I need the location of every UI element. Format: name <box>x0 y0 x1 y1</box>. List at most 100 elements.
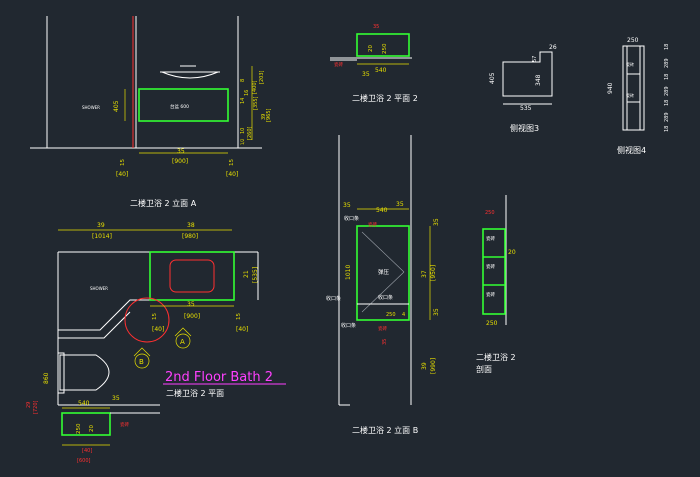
dim-r6: 39 <box>261 114 267 120</box>
basin-outline <box>161 71 219 79</box>
plan2-tile-label: 瓷砖 <box>334 61 343 68</box>
section-tile-1: 瓷砖 <box>486 235 495 242</box>
side4-tile-1: 瓷砖 <box>626 61 634 67</box>
bottom-cabinet-plan <box>61 412 111 436</box>
dim-b40: [40] <box>116 171 128 178</box>
side4-r0: 18 <box>664 44 670 50</box>
plan2-dim-540: 540 <box>375 67 387 74</box>
plan-dim-29: 29 <box>26 402 32 408</box>
dim-r5: [260] <box>247 127 253 140</box>
dim-r3: [355] <box>253 97 259 110</box>
dim-b15r: 15 <box>229 159 235 166</box>
plan-dim-250: 250 <box>76 423 82 434</box>
side4-r2: 18 <box>664 74 670 80</box>
plan-dim-535: [535] <box>252 267 259 283</box>
spring-label: 弹压 <box>378 268 390 276</box>
dim-w900: [900] <box>172 158 188 165</box>
dim-r7: [965] <box>266 109 272 122</box>
elevb-dim-r35: 35 <box>433 308 440 316</box>
section-marker-b <box>134 353 150 369</box>
dim-r8: 16 <box>244 90 250 96</box>
plan-dim-v600: [600] <box>77 458 90 464</box>
dim-b15: 15 <box>120 159 126 166</box>
elevb-dim-990: [990] <box>430 358 437 374</box>
plan-dim-20: 20 <box>89 425 95 432</box>
plan-dim-720: [720] <box>33 401 39 414</box>
side4-r4: 18 <box>664 100 670 106</box>
dim-r9: [400] <box>252 81 258 94</box>
side3-outline <box>502 51 553 97</box>
mirror-cabinet-elev <box>356 225 410 321</box>
sink-outline <box>169 259 215 293</box>
section-cabinet <box>482 228 506 315</box>
vanity-cabinet <box>138 88 229 122</box>
marker-a-label: A <box>180 338 185 346</box>
elevb-dim-950: [950] <box>430 265 437 281</box>
edge-label-left: 收口条 <box>326 295 341 302</box>
plan-tile-label: 瓷砖 <box>120 421 129 428</box>
elevb-dim-1010: 1010 <box>345 265 352 280</box>
elevb-dim-bot35: 35 <box>382 339 388 345</box>
dim-r2: 14 <box>240 98 246 104</box>
elevb-dim-540: 540 <box>376 207 388 214</box>
main-caption: 2nd Floor Bath 2 <box>165 370 273 385</box>
side3-dim-57: 57 <box>532 56 538 62</box>
dim-w35: 35 <box>177 148 185 155</box>
side4-dim-250: 250 <box>627 37 639 44</box>
side4-r3: 289 <box>664 86 670 96</box>
plan-dim-15: 15 <box>152 313 158 320</box>
door-swing-circle <box>124 297 170 343</box>
plan-dim-40: [40] <box>152 326 164 333</box>
section-marker-a <box>175 333 191 349</box>
dim-r10: 1/2 <box>240 138 245 145</box>
shower-plan-label: SHOWER <box>90 286 108 291</box>
elevb-dim-4: 4 <box>402 312 405 318</box>
side-view-4: 250 940 18 289 18 289 18 289 18 瓷砖 瓷砖 侧视… <box>607 37 670 155</box>
section-title: 二楼卫浴 2 <box>476 352 516 362</box>
plan-dim-40b: [40] <box>236 326 248 333</box>
side4-title: 侧视图4 <box>617 145 646 155</box>
plan-dim-860: 860 <box>43 372 50 384</box>
plan2-dim-250: 250 <box>382 43 388 54</box>
section-view: 瓷砖 瓷砖 瓷砖 250 20 250 二楼卫浴 2 剖面 <box>476 195 516 374</box>
plan-dim-21: 21 <box>243 270 250 278</box>
edge-label-bot: 收口条 <box>341 322 356 329</box>
section-tile-3: 瓷砖 <box>486 291 495 298</box>
plan2-title: 二楼卫浴 2 平面 2 <box>352 93 418 103</box>
side-view-3: 26 57 405 348 535 侧视图3 <box>489 44 557 133</box>
dim-h405: 405 <box>113 100 120 112</box>
elevb-tile-top: 瓷砖 <box>368 221 377 228</box>
edge-label-mid: 收口条 <box>378 294 393 301</box>
side3-dim-26: 26 <box>549 44 557 51</box>
section-dim-20: 20 <box>508 249 516 256</box>
side4-tile-2: 瓷砖 <box>626 92 634 98</box>
section-subtitle: 剖面 <box>476 364 492 374</box>
plan-2-view: 35 瓷砖 20 250 540 35 二楼卫浴 2 平面 2 <box>330 24 418 103</box>
plan-dim-1014: [1014] <box>92 233 112 240</box>
elevb-dim-t35r: 35 <box>396 201 404 208</box>
elevb-tile-bot: 瓷砖 <box>378 325 387 332</box>
basin-label: 台盆 600 <box>170 103 189 110</box>
floor-plan-view: SHOWER 39 [1014] 38 [980] 21 [535] 35 [9… <box>26 222 286 464</box>
elevb-dim-250: 250 <box>386 312 396 318</box>
elevb-dim-t35: 35 <box>343 202 351 209</box>
dim-r1: [203] <box>259 71 265 84</box>
side4-r6: 18 <box>664 126 670 132</box>
dim-b40r: [40] <box>226 171 238 178</box>
plan-dim-35: 35 <box>187 301 195 308</box>
plan2-cabinet <box>356 33 410 57</box>
plan2-dim-20: 20 <box>368 45 374 52</box>
elevation-b-view: 弹压 35 540 35 收口条 收口条 收口条 收口条 瓷砖 瓷砖 1010 … <box>326 135 440 435</box>
plan-dim-540: 540 <box>78 400 90 407</box>
side4-outline <box>622 45 645 131</box>
shower-label: SHOWER <box>82 105 100 110</box>
side4-r5: 289 <box>664 112 670 122</box>
edge-label-top: 收口条 <box>344 215 359 222</box>
dim-r4: 10 <box>240 128 246 134</box>
elevb-dim-39: 39 <box>421 362 428 370</box>
plan-dim-980: [980] <box>182 233 198 240</box>
elevation-b-title: 二楼卫浴 2 立面 B <box>352 425 418 435</box>
plan-dim-v40: [40] <box>82 448 92 454</box>
side3-dim-535: 535 <box>520 105 532 112</box>
